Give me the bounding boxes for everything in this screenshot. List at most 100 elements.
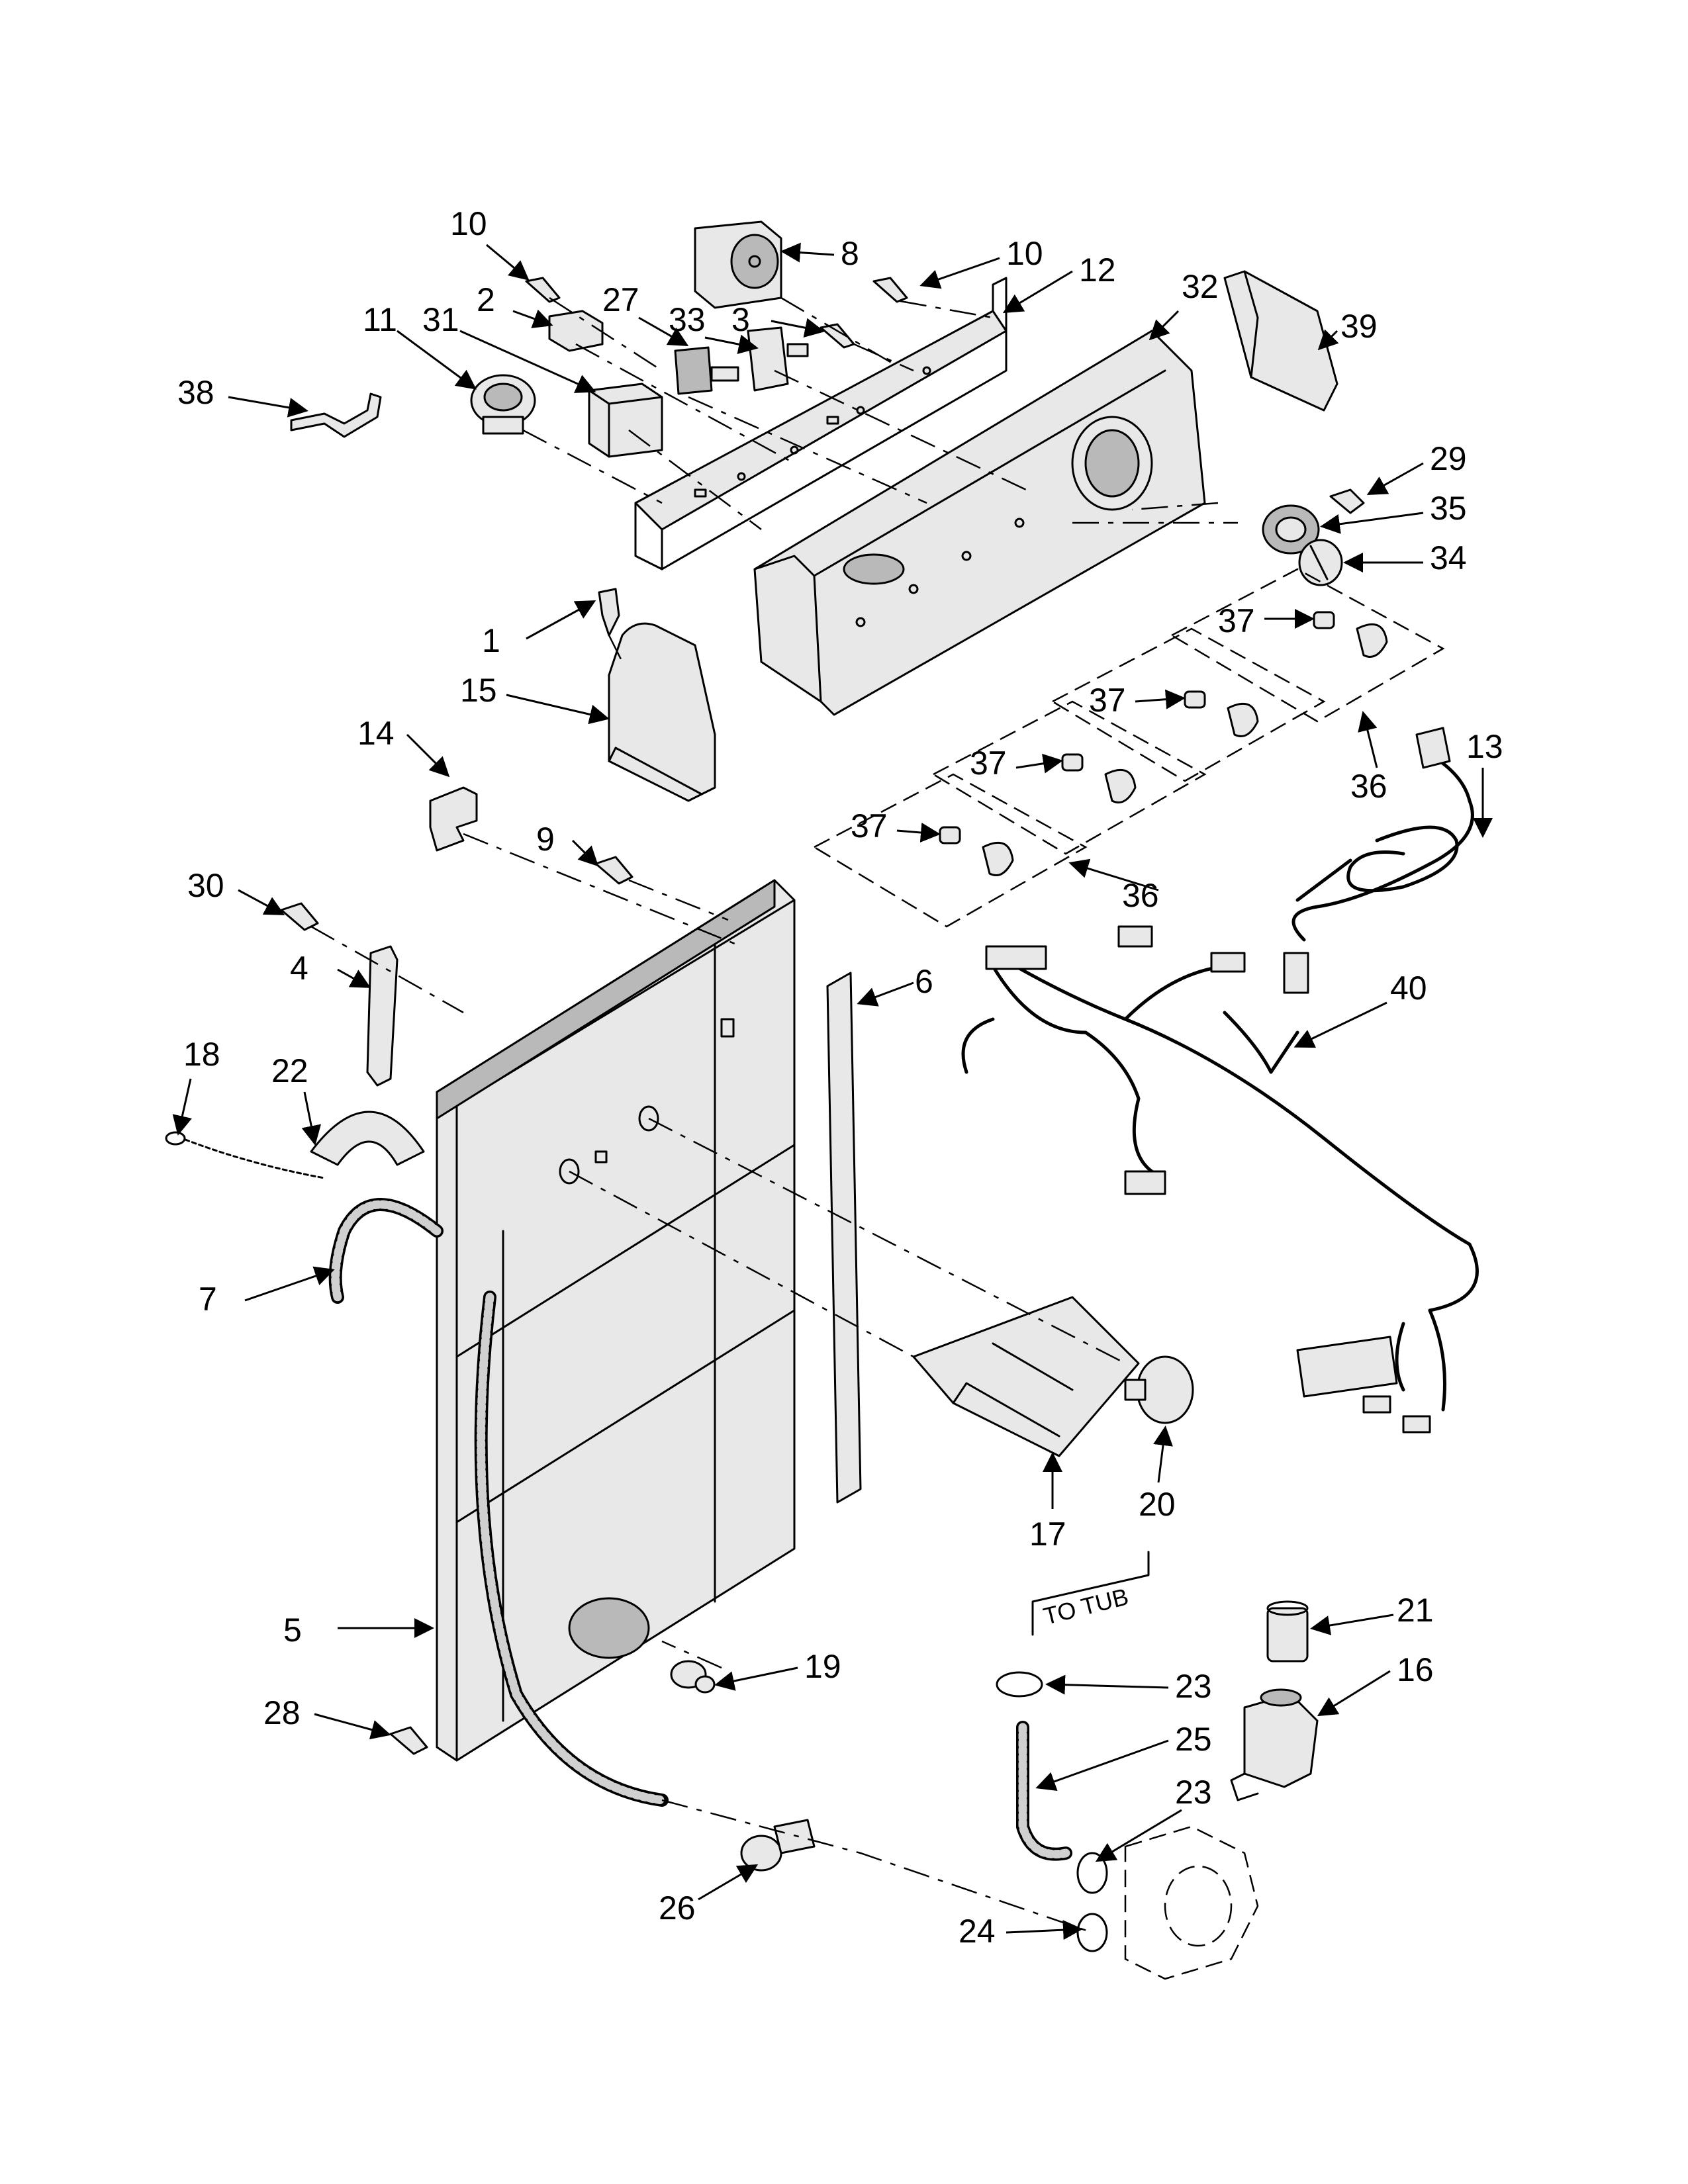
callout-leader-arrow xyxy=(244,1266,335,1302)
callout-leader-arrow xyxy=(1317,1670,1391,1717)
callout-leader-arrow xyxy=(698,1864,759,1901)
callout-label: 37 xyxy=(1089,682,1126,719)
part-6-trim-strip xyxy=(826,972,862,1504)
part-23-clamp-upper xyxy=(996,1671,1043,1698)
callout-leader-arrow xyxy=(1320,512,1424,534)
part-13-power-cord xyxy=(1291,727,1474,942)
callout-label: 18 xyxy=(183,1036,220,1073)
callout-leader-arrow xyxy=(1035,1739,1169,1792)
part-28-screw xyxy=(389,1726,428,1755)
callout-label: 12 xyxy=(1079,251,1116,289)
callout-label: 10 xyxy=(1006,235,1043,272)
callout-leader-arrow xyxy=(1135,689,1186,709)
callout-label: 33 xyxy=(669,301,706,338)
callout-label: 23 xyxy=(1175,1668,1212,1705)
part-3-screw xyxy=(820,323,855,349)
part-10-screw-right xyxy=(872,277,908,303)
callout-label: 19 xyxy=(804,1648,841,1685)
callout-label: 5 xyxy=(283,1612,302,1649)
callout-label: 39 xyxy=(1340,308,1378,345)
callout-label: 10 xyxy=(450,205,487,242)
callout-leader-arrow xyxy=(1317,329,1339,351)
callout-label: 17 xyxy=(1029,1516,1066,1553)
callout-label: 2 xyxy=(477,281,495,318)
part-40-wire-harness xyxy=(961,925,1479,1433)
part-8-timer xyxy=(694,220,782,309)
callout-leader-arrow xyxy=(714,1666,798,1691)
part-21-capacitor xyxy=(1266,1600,1309,1662)
part-30-screw xyxy=(280,902,319,931)
callout-leader-arrow xyxy=(1045,1674,1169,1695)
part-16-pump xyxy=(1230,1688,1319,1801)
callout-label: 8 xyxy=(841,235,859,272)
part-35-knob-base xyxy=(1262,504,1320,555)
callout-label: 16 xyxy=(1397,1651,1434,1688)
callout-label: 14 xyxy=(357,715,395,752)
part-29-screw xyxy=(1329,488,1365,514)
callout-label: 26 xyxy=(659,1889,696,1927)
callout-leader-arrow xyxy=(1153,1426,1173,1483)
callout-label: 3 xyxy=(731,301,750,338)
callout-label: 32 xyxy=(1182,268,1219,305)
part-4-clip xyxy=(366,945,399,1087)
callout-leader-arrow xyxy=(406,733,450,778)
callout-leader-arrow xyxy=(172,1078,192,1136)
part-1-screw xyxy=(598,588,620,637)
part-11-pressure-switch xyxy=(470,374,536,435)
part-26-hose xyxy=(474,1291,816,1872)
callout-leader-arrow xyxy=(1068,858,1159,891)
callout-label: 38 xyxy=(177,374,214,411)
callout-label: 20 xyxy=(1139,1486,1176,1523)
callout-leader-arrow xyxy=(238,889,285,915)
callout-leader-arrow xyxy=(1015,753,1063,774)
callout-label: 35 xyxy=(1430,490,1467,527)
part-37-knob-4 xyxy=(939,826,1014,876)
callout-leader-arrow xyxy=(638,316,689,346)
callout-leader-arrow xyxy=(896,823,941,842)
callout-label: 36 xyxy=(1122,877,1159,914)
callout-label: 1 xyxy=(482,622,500,659)
part-33-switch xyxy=(747,326,809,392)
callout-leader-arrow xyxy=(780,242,835,263)
callout-label: 24 xyxy=(959,1913,996,1950)
callout-label: 31 xyxy=(422,301,459,338)
part-37-knob-3 xyxy=(1061,753,1137,803)
explode-lines xyxy=(310,296,1238,1934)
callout-leader-arrow xyxy=(704,334,759,355)
callout-leader-arrow xyxy=(1293,1001,1387,1048)
callout-label: 7 xyxy=(199,1281,217,1318)
callout-leader-arrow xyxy=(571,839,599,867)
knob-group-outline-3 xyxy=(931,700,1207,855)
callout-leader-arrow xyxy=(1095,1809,1182,1862)
callout-label: 34 xyxy=(1430,539,1467,576)
to-tub-annotation: TO TUB xyxy=(1031,1551,1150,1636)
callout-leader-arrow xyxy=(1002,270,1073,314)
part-9-screw xyxy=(594,856,633,885)
callout-leader-arrow xyxy=(486,244,530,281)
callout-label: 36 xyxy=(1350,768,1387,805)
callout-label: 23 xyxy=(1175,1774,1212,1811)
callout-label: 25 xyxy=(1175,1721,1212,1758)
callout-label: 15 xyxy=(460,672,497,709)
callout-leader-arrow xyxy=(337,968,371,988)
callout-leader-arrow xyxy=(1149,310,1180,341)
callout-label: 13 xyxy=(1466,728,1503,765)
callout-leader-arrow xyxy=(506,694,610,725)
callout-leader-arrow xyxy=(301,1091,322,1146)
part-27-switch xyxy=(674,346,739,395)
part-17-bracket xyxy=(912,1296,1140,1457)
part-37-knob-1 xyxy=(1313,611,1388,658)
part-19-plug xyxy=(670,1660,716,1694)
part-18-tie xyxy=(165,1131,326,1179)
callout-label: 37 xyxy=(1218,602,1255,639)
callout-label: 37 xyxy=(970,745,1007,782)
part-22-clamp xyxy=(310,1111,425,1166)
part-34-knob xyxy=(1298,539,1343,586)
callout-label: 22 xyxy=(271,1052,308,1089)
callout-label: 40 xyxy=(1390,970,1427,1007)
parts-drawing xyxy=(165,220,1479,1980)
callout-label: 37 xyxy=(851,807,888,844)
callout-leader-arrow xyxy=(228,396,308,418)
callout-leader-arrow xyxy=(1310,1614,1394,1635)
callout-leader-arrow xyxy=(526,600,596,640)
